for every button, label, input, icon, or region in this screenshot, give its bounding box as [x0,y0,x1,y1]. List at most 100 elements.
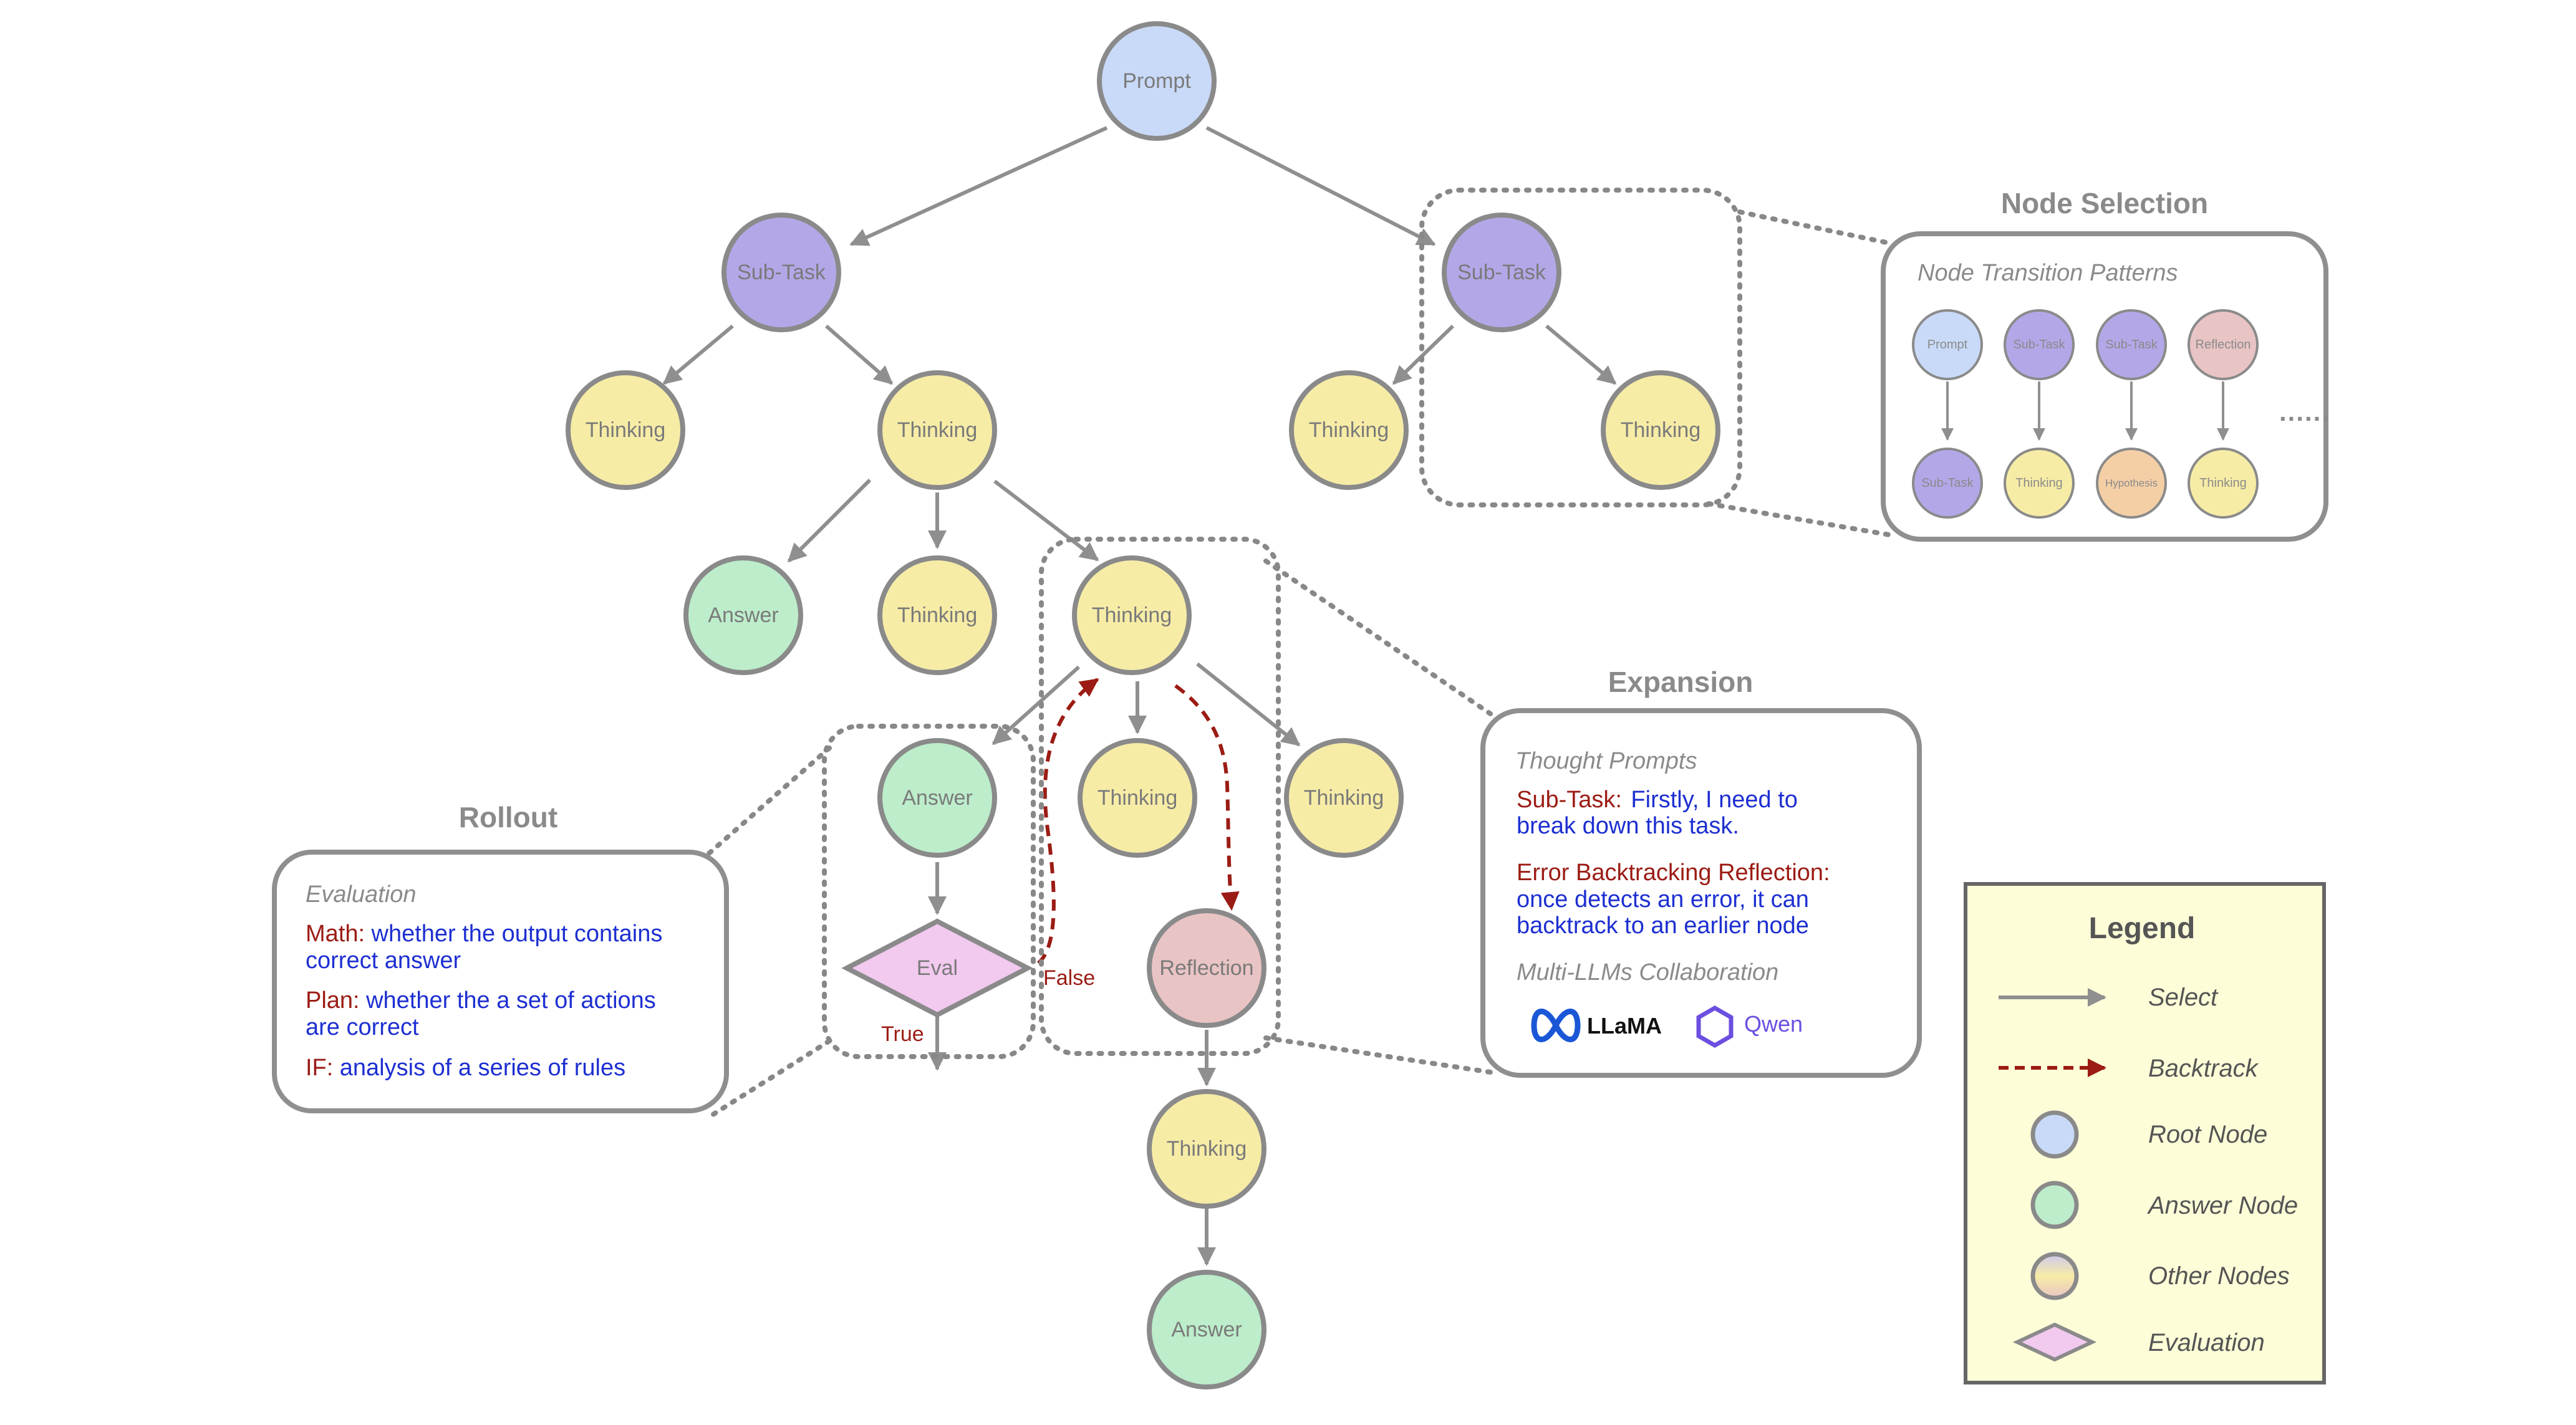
reflection-key: Error Backtracking Reflection: [1517,860,1830,886]
backtrack-eval-to-thinking [1036,678,1099,965]
eval-diamond-label: Eval [917,956,958,980]
plan-text-2: are correct [306,1014,419,1040]
if-text-1: analysis of a series of rules [340,1055,625,1081]
connector-node-selection-top [1737,209,1892,246]
thinking-node-left-2: Thinking [877,370,997,490]
node-selection-group-box [1419,188,1742,507]
reflection-node-label: Reflection [1159,956,1253,980]
eval-diamond: Eval [841,918,1033,1018]
subtask-line2: break down this task. [1517,813,1739,839]
thinking-node-mid-label: Thinking [897,603,978,627]
node-selection-panel: Node Selection Node Transition Patterns … [1881,187,2329,542]
plan-key: Plan: [306,987,360,1014]
connector-node-selection-bottom [1706,501,1892,537]
thinking-node-left-1: Thinking [566,370,685,490]
transition-patterns: Prompt Sub-Task Sub-Task Thinking Sub-Ta… [1912,309,2259,519]
edge-subtask-left-thinking-2 [825,324,894,385]
pattern-2-to-node: Thinking [2004,448,2075,519]
expansion-panel: Expansion Thought Prompts Sub-Task: Firs… [1480,666,1922,1078]
if-key: IF: [306,1055,333,1081]
legend-answer-label: Answer Node [2147,1192,2298,1219]
pattern-1-from-node: Prompt [1912,309,1983,380]
legend-answer-swatch [2030,1181,2079,1229]
edge-subtask-right-thinking-2 [1545,324,1617,385]
edge-expand-answer-2 [991,665,1081,746]
dotted-outlines [702,188,1892,1118]
pattern-3-to-node: Hypothesis [2096,448,2167,519]
math-text-2: correct answer [306,948,461,974]
thinking-node-right-2-label: Thinking [1621,418,1701,442]
legend-evaluation-label: Evaluation [2148,1329,2265,1356]
edge-root-subtask-right [1205,126,1436,246]
subtask-line1: Firstly, I need to [1631,787,1798,813]
expansion-item1-line1: Sub-Task: Firstly, I need to [1517,787,1798,813]
meta-infinity-icon [1531,1009,1581,1042]
thinking-node-expand: Thinking [1072,555,1192,675]
math-key: Math: [306,921,365,947]
pattern-2-from-label: Sub-Task [2013,338,2065,352]
edge-subtask-left-thinking-1 [662,324,734,385]
legend-root-swatch [2030,1110,2079,1159]
rollout-panel: Rollout Evaluation Math: whether the out… [272,801,729,1113]
tree-edges [662,126,1617,1266]
prompt-node-label: Prompt [1122,69,1191,93]
answer-node-1: Answer [683,555,803,675]
subtask-node-left: Sub-Task [721,213,841,332]
thinking-node-expand-label: Thinking [1092,603,1172,627]
backtrack-thinking-to-reflection [1174,684,1240,911]
answer-node-2-label: Answer [902,786,972,810]
thinking-node-after-reflection-label: Thinking [1167,1137,1247,1161]
node-selection-subtitle: Node Transition Patterns [1918,260,2178,286]
legend: Legend Select Backtrack Root Node Answer… [1964,882,2326,1384]
pattern-3-from-label: Sub-Task [2105,338,2158,352]
thinking-node-after-reflection: Thinking [1147,1089,1266,1209]
expansion-group-box [1039,537,1281,1056]
true-edge-label: True [881,1022,924,1046]
thinking-node-child-2: Thinking [1284,738,1404,858]
rollout-title: Rollout [459,801,557,833]
pattern-3-from-node: Sub-Task [2096,309,2167,380]
connector-rollout-bottom [708,1039,832,1118]
answer-node-final: Answer [1147,1270,1266,1389]
plan-line1: Plan: whether the a set of actions [306,987,656,1014]
prompt-node: Prompt [1097,21,1217,141]
subtask-node-left-label: Sub-Task [737,261,826,284]
multi-llm-collab: Multi-LLMs Collaboration [1517,959,1778,986]
pattern-2-to-label: Thinking [2015,476,2063,490]
reflection-node: Reflection [1147,908,1266,1028]
connector-rollout-top [702,746,832,860]
edge-root-subtask-left [849,126,1108,246]
answer-node-2: Answer [877,738,997,858]
connector-expansion-bottom [1263,1035,1493,1075]
legend-other-label: Other Nodes [2148,1262,2290,1290]
thinking-node-child-1-label: Thinking [1097,786,1178,810]
if-line1: IF: analysis of a series of rules [306,1055,625,1081]
math-text-1: whether the output contains [371,921,663,947]
subtask-node-right-label: Sub-Task [1457,261,1546,284]
backtrack-edges [1036,678,1240,965]
edge-expand-thinking-c2 [1196,662,1301,747]
legend-backtrack-label: Backtrack [2148,1055,2259,1082]
pattern-1-from-label: Prompt [1927,338,1968,352]
thinking-node-child-1: Thinking [1078,738,1197,858]
rollout-subtitle: Evaluation [306,881,416,908]
reflection-line1: once detects an error, it can [1517,886,1809,913]
thinking-node-left-2-label: Thinking [897,418,978,442]
llama-logo-text: LLaMA [1587,1013,1662,1039]
rollout-group-box [822,724,1036,1059]
edge-thinking-thinking-expand [993,479,1099,562]
edge-subtask-right-thinking-1 [1392,324,1455,385]
legend-select-label: Select [2148,984,2219,1011]
false-edge-label: False [1043,966,1095,990]
answer-node-1-label: Answer [708,603,778,627]
pattern-1-to-label: Sub-Task [1921,476,1974,490]
plan-text-1: whether the a set of actions [365,987,656,1014]
pattern-2-from-node: Sub-Task [2004,309,2075,380]
pattern-3-to-label: Hypothesis [2105,477,2158,489]
thinking-node-right-1-label: Thinking [1309,418,1389,442]
pattern-1-to-node: Sub-Task [1912,448,1983,519]
legend-title: Legend [2089,912,2196,945]
pattern-4-from-node: Reflection [2188,309,2259,380]
subtask-key: Sub-Task: [1517,787,1622,813]
